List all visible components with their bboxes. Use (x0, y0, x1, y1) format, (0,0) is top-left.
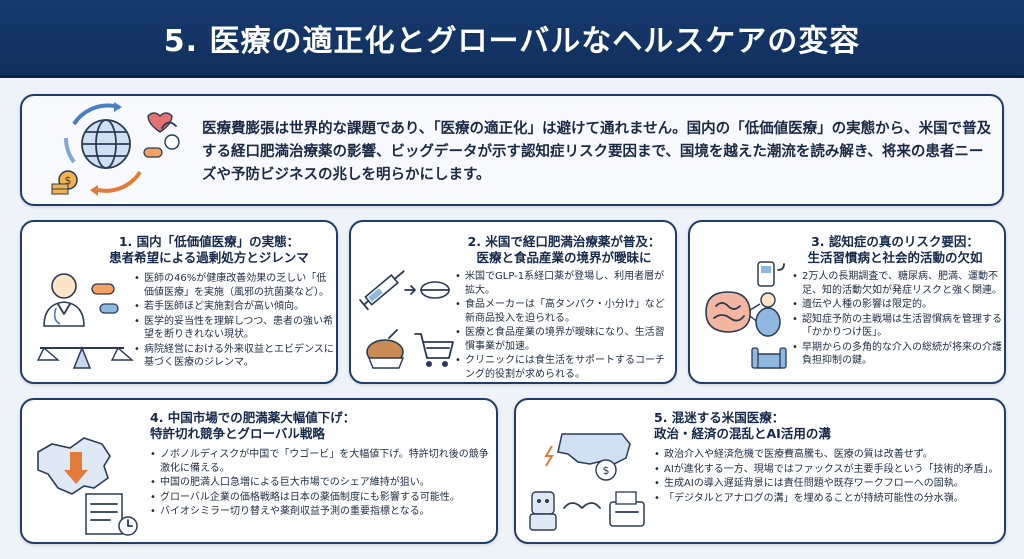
bullet-list: 政治介入や経済危機で医療費高騰も、医療の質は改善せず。 AIが進化する一方、現場… (654, 448, 1000, 506)
svg-text:$: $ (603, 464, 610, 477)
svg-text:$: $ (65, 174, 72, 187)
card-dementia-risk: 3. 認知症の真のリスク要因： 生活習慣病と社会的活動の欠如 2万人の長期調査で… (688, 220, 1006, 384)
card-title: 1. 国内「低価値医療」の実態： 患者希望による過剰処方とジレンマ (84, 234, 334, 266)
card-title: 4. 中国市場での肥満薬大幅値下げ： 特許切れ競争とグローバル戦略 (150, 410, 490, 442)
list-item: 遺伝や人種の影響は限定的。 (792, 298, 1002, 312)
list-item: 医学的妥当性を理解しつつ、患者の強い希望を断りきれない現状。 (134, 315, 334, 342)
card-title: 3. 認知症の真のリスク要因： 生活習慣病と社会的活動の欠如 (790, 234, 1000, 266)
globe-health-cycle-icon: $ (44, 102, 186, 202)
list-item: 早期からの多角的な介入の総続が将来の介護負担抑制の鍵。 (792, 341, 1002, 368)
bullet-list: 医師の46%が健康改善効果の乏しい「低価値医療」を実施（風邪の抗菌薬など）。 若… (134, 272, 334, 371)
list-item: 「デジタルとアナログの溝」を埋めることが持続可能性の分水嶺。 (654, 492, 1000, 506)
card-title-line1: 2. 米国で経口肥満治療薬が普及： (467, 234, 661, 249)
card-china-price-cut: 4. 中国市場での肥満薬大幅値下げ： 特許切れ競争とグローバル戦略 ノボノルディ… (20, 398, 498, 544)
card-oral-obesity-drugs: 2. 米国で経口肥満治療薬が普及： 医療と食品産業の境界が曖昧に 米国でGLP-… (349, 220, 677, 384)
list-item: AIが進化する一方、現場ではファックスが主要手段という「技術的矛盾」。 (654, 463, 1000, 477)
card-title-line1: 4. 中国市場での肥満薬大幅値下げ： (150, 410, 356, 425)
card-title-line1: 1. 国内「低価値医療」の実態： (118, 234, 300, 249)
card-title: 2. 米国で経口肥満治療薬が普及： 医療と食品産業の境界が曖昧に (455, 234, 673, 266)
card-title-line1: 3. 認知症の真のリスク要因： (811, 234, 979, 249)
bullet-list: 米国でGLP-1系経口薬が登場し、利用者層が拡大。 食品メーカーは「高タンパク・… (455, 270, 673, 382)
list-item: 生成AIの導入遅延背景には責任問題や既存ワークフローへの固執。 (654, 477, 1000, 491)
list-item: ノボノルディスクが中国で「ウゴービ」を大幅値下げ。特許切れ後の競争激化に備える。 (150, 448, 490, 475)
list-item: クリニックには食生活をサポートするコーチング的役割が求められる。 (455, 354, 673, 381)
list-item: 食品メーカーは「高タンパク・小分け」など新商品投入を迫られる。 (455, 298, 673, 325)
card-title-line2: 患者希望による過剰処方とジレンマ (109, 250, 309, 265)
card-title: 5. 混迷する米国医療： 政治・経済の混乱とAI活用の溝 (654, 410, 1000, 442)
list-item: 2万人の長期調査で、糖尿病、肥満、運動不足、知的活動欠如が発症リスクと強く関連。 (792, 270, 1002, 297)
bullet-list: ノボノルディスクが中国で「ウゴービ」を大幅値下げ。特許切れ後の競争激化に備える。… (150, 448, 490, 520)
title-bar: 5. 医療の適正化とグローバルなヘルスケアの変容 (0, 0, 1024, 78)
intro-card: $ 医療費膨張は世界的な課題であり、「医療の適正化」は避けて通れません。国内の「… (20, 94, 1004, 206)
us-map-ai-fax-icon: $ (522, 422, 654, 542)
list-item: 中国の肥満人口急増による巨大市場でのシェア維持が狙い。 (150, 476, 490, 490)
list-item: 認知症予防の主戦場は生活習慣病を管理する「かかりつけ医」。 (792, 313, 1002, 340)
china-map-patent-icon (28, 422, 148, 542)
syringe-pill-food-icon (359, 260, 455, 382)
intro-text: 医療費膨張は世界的な課題であり、「医療の適正化」は避けて通れません。国内の「低価… (202, 121, 992, 183)
bullet-list: 2万人の長期調査で、糖尿病、肥満、運動不足、知的活動欠如が発症リスクと強く関連。… (792, 270, 1002, 369)
card-title-line2: 医療と食品産業の境界が曖昧に (476, 250, 652, 265)
list-item: 医師の46%が健康改善効果の乏しい「低価値医療」を実施（風邪の抗菌薬など）。 (134, 272, 334, 299)
card-title-line2: 政治・経済の混乱とAI活用の溝 (654, 426, 831, 441)
card-title-line2: 特許切れ競争とグローバル戦略 (150, 426, 325, 441)
page-title: 5. 医療の適正化とグローバルなヘルスケアの変容 (163, 23, 861, 59)
card-title-line2: 生活習慣病と社会的活動の欠如 (807, 250, 983, 265)
list-item: グローバル企業の価格戦略は日本の薬価制度にも影響する可能性。 (150, 491, 490, 505)
list-item: 米国でGLP-1系経口薬が登場し、利用者層が拡大。 (455, 270, 673, 297)
list-item: 病院経営における外来収益とエビデンスに基づく医療のジレンマ。 (134, 343, 334, 370)
list-item: バイオシミラー切り替えや薬剤収益予測の重要指標となる。 (150, 505, 490, 519)
card-us-healthcare: 5. 混迷する米国医療： 政治・経済の混乱とAI活用の溝 $ 政治介入や経済危機… (514, 398, 1006, 544)
card-title-line1: 5. 混迷する米国医療： (654, 410, 785, 425)
list-item: 若手医師ほど実施割合が高い傾向。 (134, 300, 334, 314)
list-item: 政治介入や経済危機で医療費高騰も、医療の質は改善せず。 (654, 448, 1000, 462)
brain-risk-factors-icon (696, 250, 792, 382)
list-item: 医療と食品産業の境界が曖昧になり、生活習慣事業が加速。 (455, 326, 673, 353)
card-low-value-care: 1. 国内「低価値医療」の実態： 患者希望による過剰処方とジレンマ 医師の46%… (20, 220, 338, 384)
doctor-scale-pills-icon (30, 264, 134, 382)
